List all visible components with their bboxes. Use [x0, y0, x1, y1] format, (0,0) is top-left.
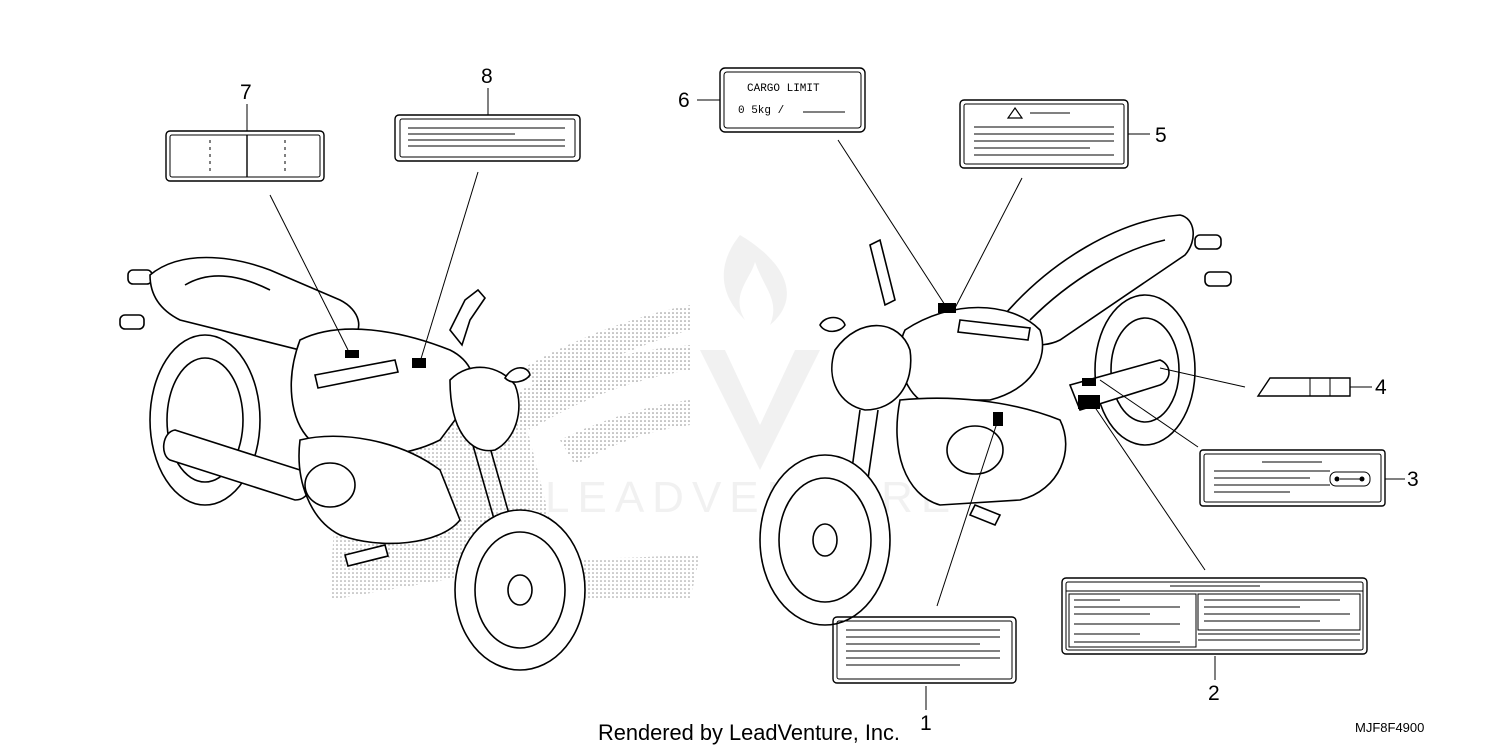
label-5-warning: 5	[954, 99, 1167, 309]
callout-8: 8	[481, 65, 493, 88]
callout-2: 2	[1208, 682, 1220, 705]
watermark-text: LEADVENTURE	[545, 473, 958, 522]
cargo-limit-title: CARGO LIMIT	[747, 83, 820, 95]
warning-triangle-icon	[1006, 106, 1024, 119]
cargo-limit-value: 0 5kg /	[738, 105, 784, 117]
callout-7: 7	[240, 81, 252, 104]
label-2: 2	[1061, 399, 1368, 705]
callout-4: 4	[1375, 376, 1387, 399]
label-7: 7	[165, 81, 349, 351]
callout-3: 3	[1407, 468, 1419, 491]
label-6-cargo-limit: CARGO LIMIT 0 5kg / 6	[678, 67, 946, 306]
callout-6: 6	[678, 89, 690, 112]
callout-5: 5	[1155, 124, 1167, 147]
rendered-by-credit: Rendered by LeadVenture, Inc.	[598, 720, 900, 745]
motorcycle-left-view	[119, 256, 700, 671]
label-3: 3	[1099, 379, 1419, 507]
callout-1: 1	[920, 712, 932, 735]
label-1: 1	[832, 422, 1017, 735]
part-code: MJF8F4900	[1355, 720, 1424, 735]
motorcycle-right-view	[759, 214, 1232, 626]
label-4: 4	[1159, 367, 1387, 399]
label-8: 8	[394, 65, 581, 363]
